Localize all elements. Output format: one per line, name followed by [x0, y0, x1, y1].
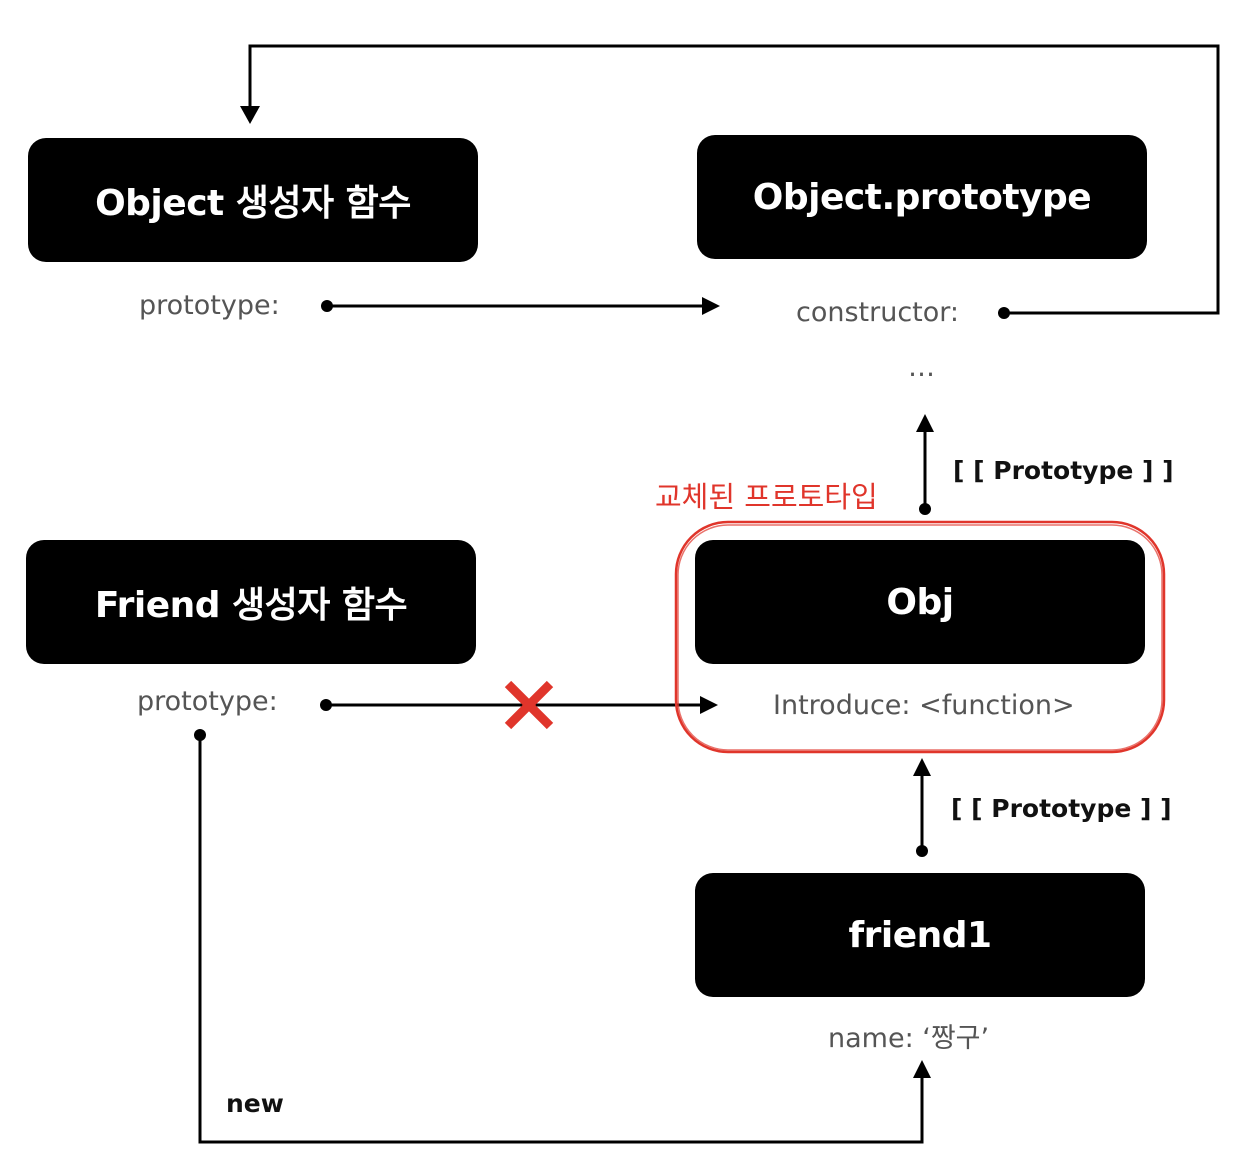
obj-proto-link-label: [ [ Prototype ] ] — [953, 456, 1174, 485]
object-constructor-node: Object 생성자 함수 — [28, 138, 478, 262]
friend1-node: friend1 — [695, 873, 1145, 997]
friend1-proto-link-label: [ [ Prototype ] ] — [951, 794, 1172, 823]
obj-node: Obj — [695, 540, 1145, 664]
new-arrow — [194, 729, 931, 1144]
friend-constructor-title: Friend 생성자 함수 — [94, 585, 408, 626]
replaced-prototype-label: 교체된 프로토타입 — [655, 480, 878, 514]
friend-prototype-arrow — [320, 696, 718, 714]
constructor-arrow — [240, 44, 1220, 319]
object-prototype-constructor-prop: constructor: — [796, 297, 960, 328]
friend1-proto-link-arrow — [913, 758, 931, 857]
object-constructor-title: Object 생성자 함수 — [95, 183, 411, 224]
object-constructor-prototype-prop: prototype: — [139, 290, 280, 321]
obj-proto-link-arrow — [916, 414, 934, 515]
object-prototype-title: Object.prototype — [752, 176, 1092, 218]
friend1-title: friend1 — [848, 914, 992, 956]
obj-introduce-prop: Introduce: <function> — [773, 690, 1075, 721]
object-prototype-arrow — [321, 297, 720, 315]
object-prototype-ellipsis: … — [908, 352, 935, 383]
friend-constructor-node: Friend 생성자 함수 — [26, 540, 476, 664]
friend1-name-prop: name: ‘짱구’ — [828, 1023, 990, 1054]
cross-mark-icon — [504, 680, 554, 730]
replaced-prototype-highlight — [674, 520, 1166, 754]
new-edge-label: new — [226, 1089, 284, 1118]
object-prototype-node: Object.prototype — [697, 135, 1147, 259]
obj-title: Obj — [886, 581, 954, 623]
friend-constructor-prototype-prop: prototype: — [137, 686, 278, 717]
